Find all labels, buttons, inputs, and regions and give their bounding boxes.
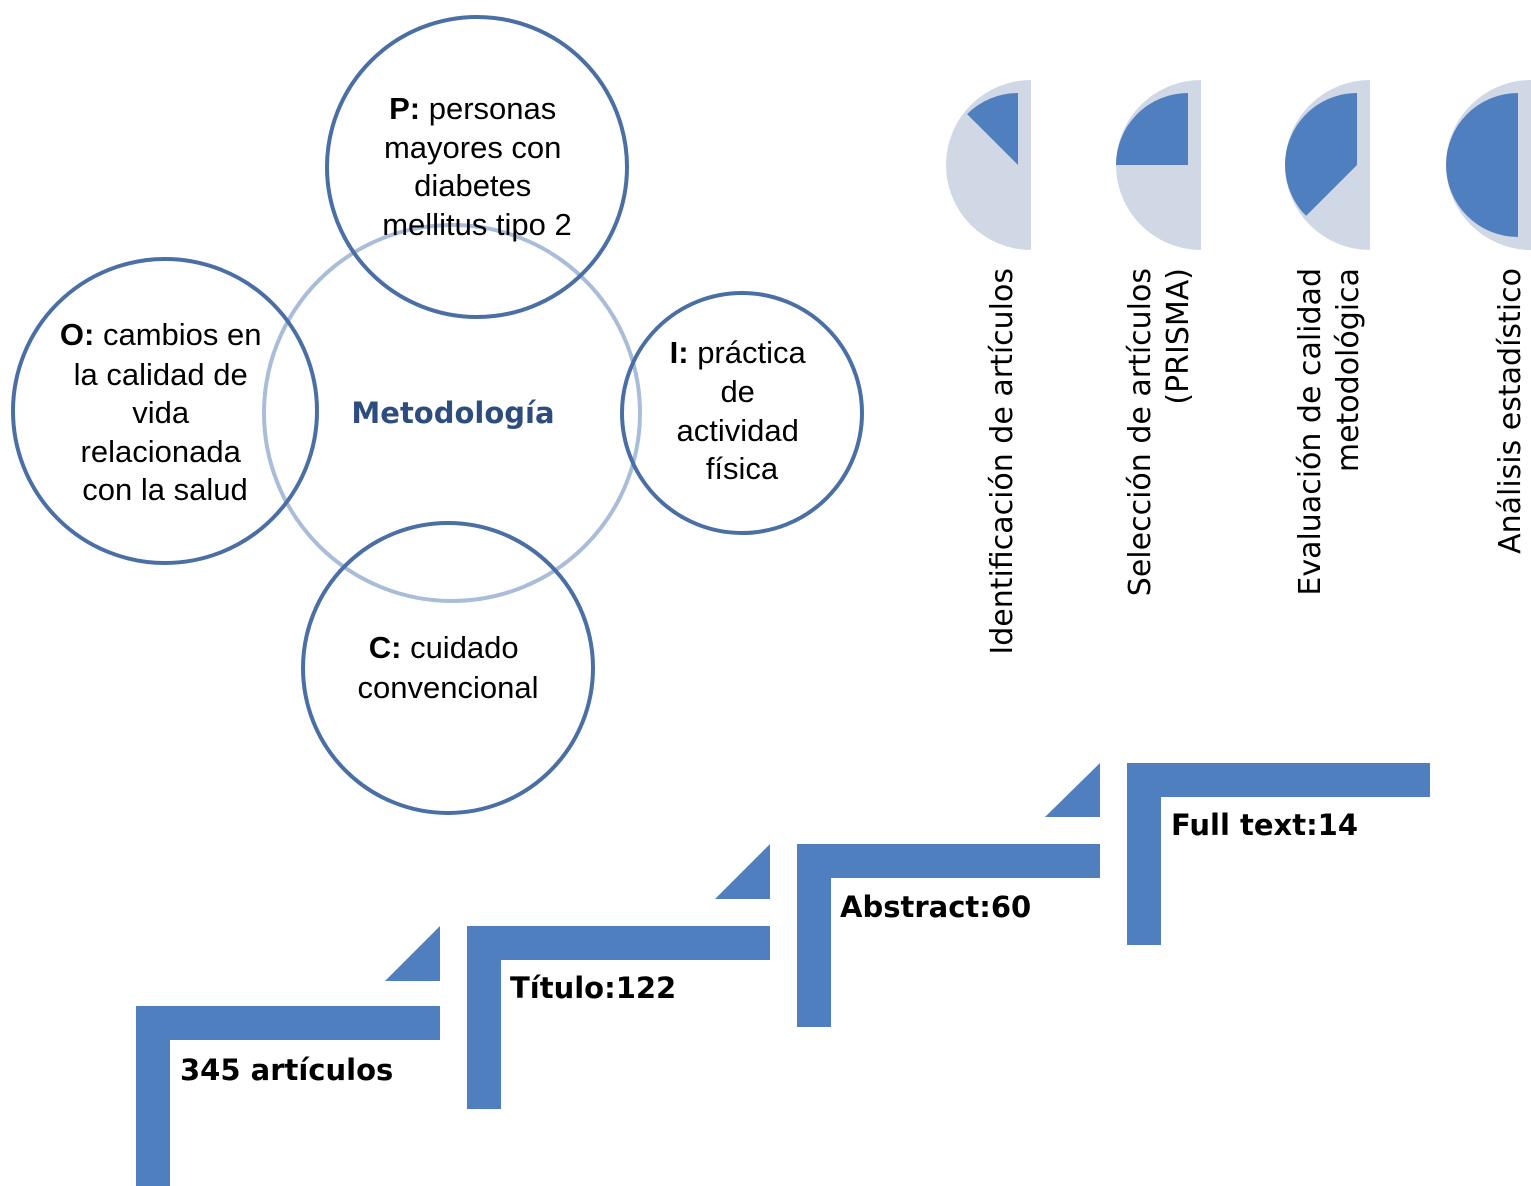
step-bracket: [467, 926, 770, 1109]
comparison-circle: [301, 521, 595, 815]
comparison-letter: C:: [369, 630, 402, 665]
step-label: Full text:14: [1171, 808, 1358, 842]
step-arrow-triangle: [385, 926, 440, 981]
phase-4: Análisis estadístico: [1446, 80, 1531, 554]
phase-1: Identificación de artículos: [946, 80, 1031, 655]
phase-progress-wedge: [967, 93, 1018, 165]
step-1: 345 artículos: [136, 926, 440, 1186]
step-label: Título:122: [510, 971, 676, 1005]
phase-label: Identificación de artículos: [985, 268, 1020, 655]
phase-progress-wedge: [1285, 93, 1357, 216]
step-bracket: [1127, 763, 1430, 945]
step-arrow-triangle: [1045, 763, 1100, 817]
outcome-text: O: cambios en la calidad de vida relacio…: [60, 317, 270, 507]
outcome-letter: O:: [60, 317, 94, 352]
step-3: Abstract:60: [797, 763, 1100, 1027]
phases: Identificación de artículos Selección de …: [946, 80, 1531, 655]
step-label: Abstract:60: [840, 890, 1031, 924]
center-circle: [262, 223, 642, 603]
step-bracket: [136, 1006, 440, 1186]
comparison-text: C: cuidado convencional: [358, 630, 539, 705]
population-letter: P:: [389, 91, 420, 126]
pico-diagram: Metodología P: personas mayores con diab…: [11, 15, 864, 815]
step-arrow-triangle: [715, 844, 770, 899]
population-text: P: personas mayores con diabetes mellitu…: [382, 91, 572, 242]
step-4: Full text:14: [1127, 763, 1430, 945]
intervention-letter: I:: [670, 335, 689, 370]
intervention-circle: [620, 291, 864, 535]
step-bracket: [797, 844, 1100, 1027]
step-2: Título:122: [467, 844, 770, 1109]
intervention-text: I: práctica de actividad física: [670, 335, 815, 486]
phase-progress-wedge: [1446, 93, 1518, 237]
phase-label: Selección de artículos(PRISMA): [1123, 268, 1196, 596]
step-label: 345 artículos: [180, 1053, 393, 1087]
phase-label: Análisis estadístico: [1493, 268, 1528, 554]
screening-steps: 345 artículos Título:122 Abstract:60 Full t…: [136, 763, 1430, 1186]
phase-progress-wedge: [1116, 93, 1188, 165]
center-label: Metodología: [351, 396, 554, 430]
phase-2: Selección de artículos(PRISMA): [1116, 80, 1201, 596]
outcome-circle: [11, 257, 319, 565]
population-circle: [325, 15, 629, 319]
